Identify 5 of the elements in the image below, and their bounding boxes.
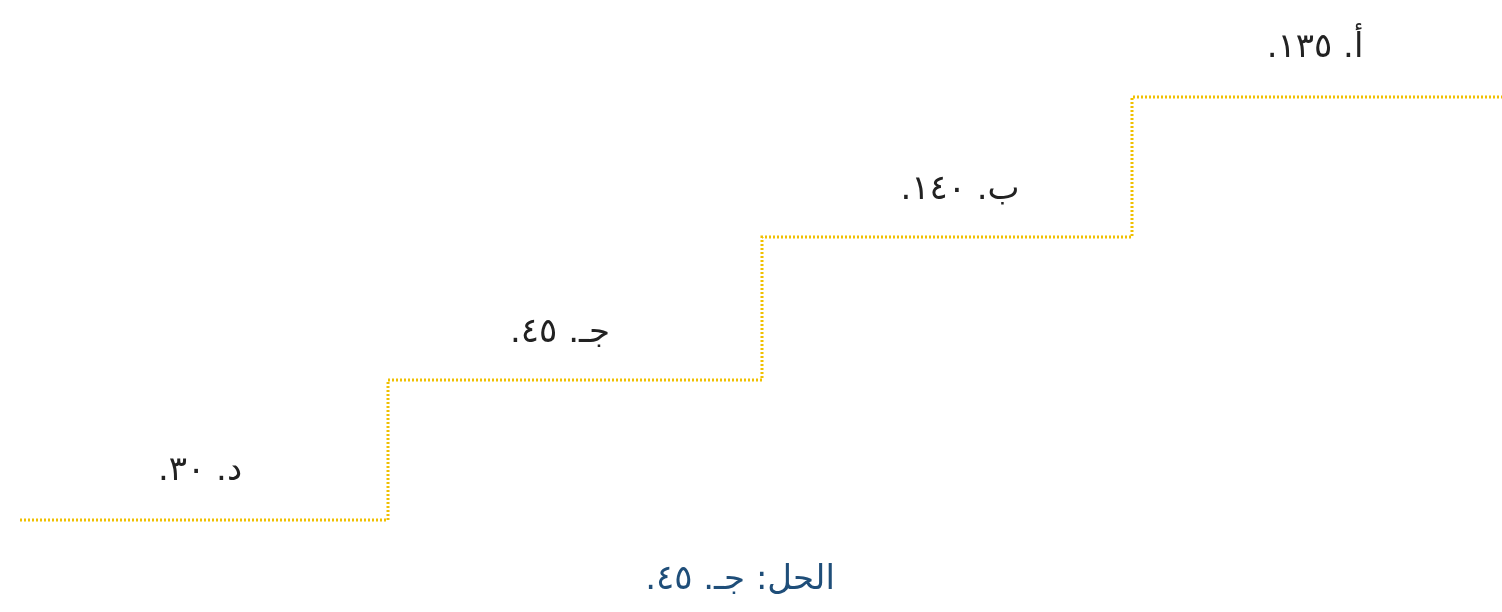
option-label: د. ٣٠. [157,448,243,488]
option-label: أ. ١٣٥. [1266,25,1364,65]
option-label: جـ. ٤٥. [510,310,610,350]
solution-text: الحل: جـ. ٤٥. [645,557,835,597]
option-label: ب. ١٤٠. [900,167,1020,207]
